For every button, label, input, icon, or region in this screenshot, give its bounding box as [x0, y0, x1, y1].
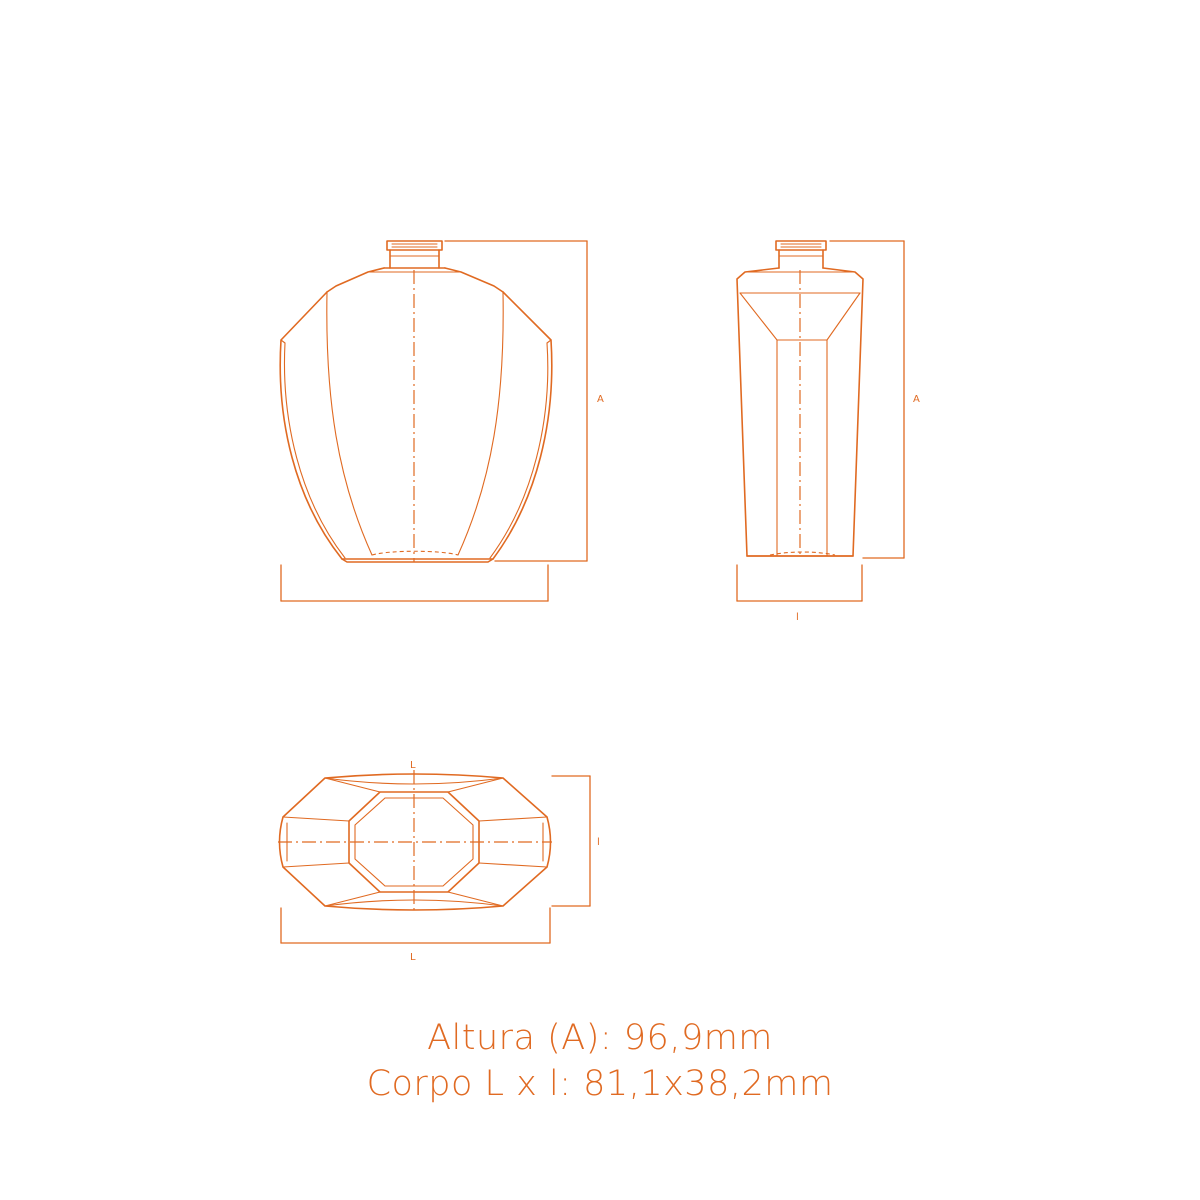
height-spec: Altura (A): 96,9mm — [427, 1018, 773, 1058]
front-view: A — [279, 240, 604, 602]
top-width-label: l — [597, 837, 600, 848]
side-width-label: l — [796, 612, 799, 623]
top-view: L l L — [278, 760, 600, 963]
front-height-label: A — [597, 394, 604, 405]
top-length-label-bottom: L — [410, 952, 416, 963]
body-dimensions-spec: Corpo L x l: 81,1x38,2mm — [366, 1064, 834, 1104]
side-view: A l — [736, 240, 920, 623]
top-length-label-top: L — [410, 760, 416, 771]
side-height-label: A — [913, 394, 920, 405]
